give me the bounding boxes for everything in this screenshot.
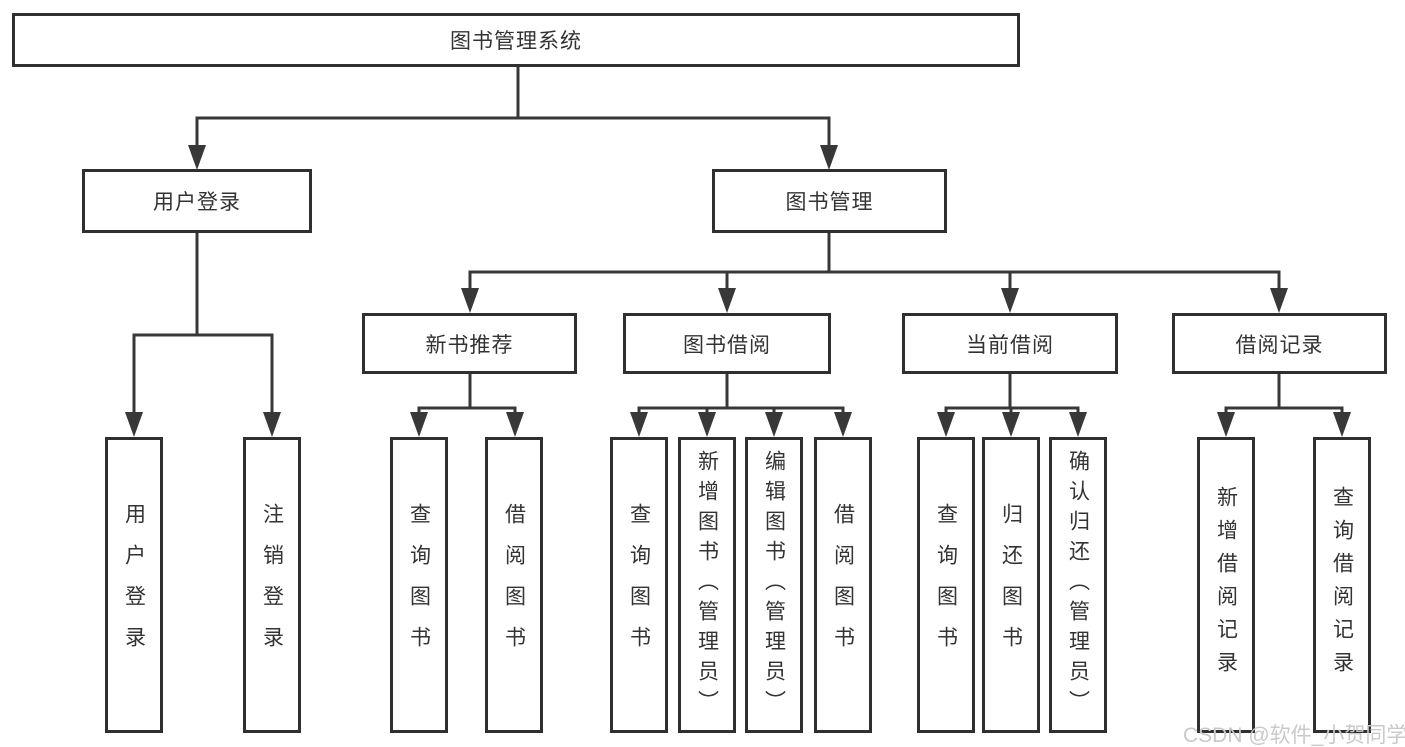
- node-label: 查询借阅记录: [1330, 486, 1354, 684]
- node-label: 图书借阅: [683, 333, 771, 357]
- node-label: 当前借阅: [966, 333, 1054, 357]
- csdn-watermark: CSDN @软件_小贺同学: [1183, 724, 1405, 747]
- node-label: 新增借阅记录: [1214, 486, 1238, 684]
- node-label: 用户登录: [153, 191, 241, 214]
- node-label: 借阅图书: [502, 503, 526, 667]
- node-label: 借阅记录: [1235, 333, 1324, 357]
- node-current-borrowing: 当前借阅: [902, 313, 1118, 374]
- node-label: 图书管理系统: [450, 30, 582, 53]
- node-label: 查询图书: [934, 503, 958, 667]
- leaf-current-query-books: 查询图书: [917, 437, 975, 733]
- node-book-borrowing: 图书借阅: [623, 313, 831, 374]
- node-label: 查询图书: [407, 503, 431, 667]
- node-label: 用户登录: [122, 503, 146, 667]
- node-label: 归还图书: [999, 503, 1023, 667]
- leaf-borrowing-borrow-books: 借阅图书: [814, 437, 872, 733]
- node-borrowing-records: 借阅记录: [1172, 313, 1387, 374]
- node-label: 借阅图书: [831, 503, 855, 667]
- node-label: 新增图书（管理员）: [695, 450, 719, 720]
- node-label: 编辑图书（管理员）: [762, 450, 786, 720]
- node-label: 新书推荐: [425, 333, 514, 357]
- node-library-management-system: 图书管理系统: [12, 13, 1020, 67]
- leaf-return-books: 归还图书: [982, 437, 1040, 733]
- node-user-login: 用户登录: [82, 169, 312, 233]
- leaf-recommend-query-books: 查询图书: [390, 437, 448, 733]
- node-label: 图书管理: [785, 191, 874, 214]
- leaf-recommend-borrow-books: 借阅图书: [485, 437, 543, 733]
- leaf-user-login: 用户登录: [105, 437, 163, 733]
- leaf-add-books-admin: 新增图书（管理员）: [678, 437, 736, 733]
- leaf-add-borrow-record: 新增借阅记录: [1197, 437, 1255, 733]
- node-book-management: 图书管理: [712, 169, 947, 233]
- node-new-book-recommendation: 新书推荐: [362, 313, 577, 374]
- node-label: 注销登录: [260, 503, 284, 667]
- leaf-query-borrow-record: 查询借阅记录: [1313, 437, 1371, 733]
- leaf-logout: 注销登录: [243, 437, 301, 733]
- leaf-confirm-return-admin: 确认归还（管理员）: [1049, 437, 1107, 733]
- leaf-borrowing-query-books: 查询图书: [610, 437, 668, 733]
- node-label: 确认归还（管理员）: [1066, 450, 1090, 720]
- node-label: 查询图书: [627, 503, 651, 667]
- leaf-edit-books-admin: 编辑图书（管理员）: [745, 437, 803, 733]
